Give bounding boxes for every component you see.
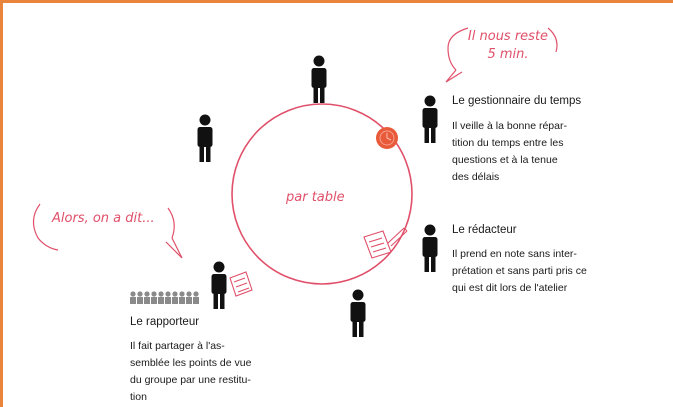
writer-title: Le rédacteur (452, 224, 517, 236)
audience-head (165, 291, 171, 297)
audience-head (137, 291, 143, 297)
audience-head (193, 291, 199, 297)
audience-body (158, 297, 164, 304)
audience-body (193, 297, 199, 304)
audience-head (186, 291, 192, 297)
timekeeper-line: questions et à la tenue (452, 154, 558, 166)
timekeeper-title: Le gestionnaire du temps (452, 95, 582, 107)
timekeeper-description: Il veille à la bonne répar- tition du te… (452, 118, 652, 186)
audience-icon (130, 291, 199, 304)
reporter-line: tion (130, 391, 147, 403)
audience-head (172, 291, 178, 297)
speech-bubble-icon-said (32, 203, 183, 259)
writer-line: Il prend en note sans inter- (452, 248, 577, 260)
speech-time-line2: 5 min. (487, 47, 529, 62)
reporter-line: du groupe par une restitu- (130, 374, 251, 386)
audience-body (186, 297, 192, 304)
person-icon-left (197, 114, 213, 162)
audience-head (130, 291, 136, 297)
timekeeper-line: Il veille à la bonne répar- (452, 120, 567, 132)
audience-body (144, 297, 150, 304)
person-icon-writer (422, 224, 438, 272)
clock-icon (376, 127, 398, 149)
timekeeper-line: tition du temps entre les (452, 137, 564, 149)
reporter-title: Le rapporteur (130, 316, 200, 328)
writer-description: Il prend en note sans inter- prétation e… (452, 246, 662, 297)
reporter-line: Il fait partager à l'as- (130, 340, 225, 352)
speech-said-text: Alors, on a dit... (52, 211, 155, 226)
audience-body (165, 297, 171, 304)
speech-time-text: Il nous reste 5 min. (466, 28, 550, 64)
person-icon-timekeeper (422, 95, 438, 143)
reporter-paper-icon (229, 271, 253, 297)
audience-head (144, 291, 150, 297)
timekeeper-line: des délais (452, 171, 500, 183)
person-icon-reporter (211, 261, 227, 309)
audience-head (158, 291, 164, 297)
notepad-pen-icon (363, 227, 408, 259)
audience-head (151, 291, 157, 297)
center-label: par table (286, 190, 345, 205)
reporter-line: semblée les points de vue (130, 357, 252, 369)
table-circle (231, 103, 413, 285)
audience-body (137, 297, 143, 304)
audience-body (151, 297, 157, 304)
person-icon-bottom (350, 289, 366, 337)
audience-head (179, 291, 185, 297)
writer-line: prétation et sans parti pris ce (452, 265, 587, 277)
speech-bubble-icon-time (445, 27, 558, 83)
reporter-description: Il fait partager à l'as- semblée les poi… (130, 338, 300, 406)
writer-line: qui est dit lors de l'atelier (452, 282, 568, 294)
audience-body (172, 297, 178, 304)
speech-time-line1: Il nous reste (467, 29, 549, 44)
person-icon-top (311, 55, 327, 103)
audience-body (130, 297, 136, 304)
audience-body (179, 297, 185, 304)
